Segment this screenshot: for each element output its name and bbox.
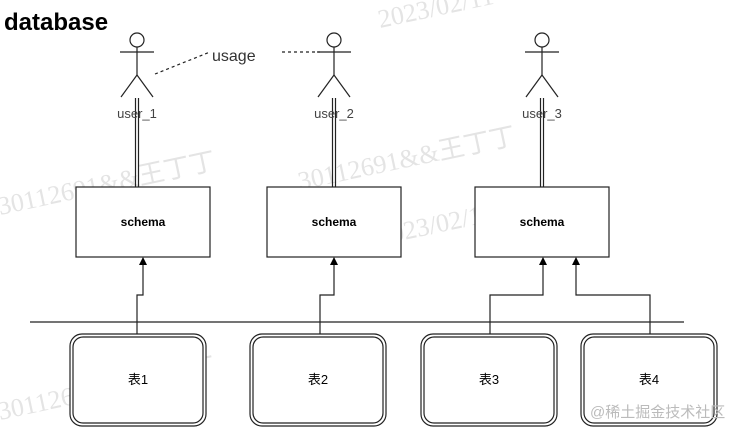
actor-user-2-icon <box>317 32 351 98</box>
user-label: user_2 <box>314 106 354 121</box>
schema-box[interactable] <box>75 186 211 258</box>
table-box[interactable] <box>69 333 207 427</box>
arrowheads <box>139 257 580 265</box>
actor-user-3-icon <box>525 32 559 98</box>
schema-label: schema <box>520 215 565 229</box>
connectors <box>30 263 684 335</box>
table-label: 表4 <box>639 372 659 387</box>
watermark: 30112691&&王丁丁 <box>295 121 518 195</box>
arrow-up-icon <box>539 257 547 265</box>
arrow-up-icon <box>572 257 580 265</box>
table-box[interactable] <box>580 333 718 427</box>
schema-label: schema <box>312 215 357 229</box>
credit-watermark: @稀土掘金技术社区 <box>590 404 725 421</box>
actors <box>120 32 559 187</box>
schema-label: schema <box>121 215 166 229</box>
table-label: 表2 <box>308 372 328 387</box>
table-label: 表1 <box>128 372 148 387</box>
schema-box[interactable] <box>474 186 610 258</box>
user-label: user_3 <box>522 106 562 121</box>
watermark: 2023/02/11 <box>375 0 496 34</box>
table-box[interactable] <box>420 333 558 427</box>
arrow-up-icon <box>330 257 338 265</box>
arrow-up-icon <box>139 257 147 265</box>
actor-user-1-icon <box>120 32 154 98</box>
user-label: user_1 <box>117 106 157 121</box>
diagram-title: database <box>4 9 108 36</box>
table-label: 表3 <box>479 372 499 387</box>
table-box[interactable] <box>249 333 387 427</box>
usage-label: usage <box>212 48 256 65</box>
